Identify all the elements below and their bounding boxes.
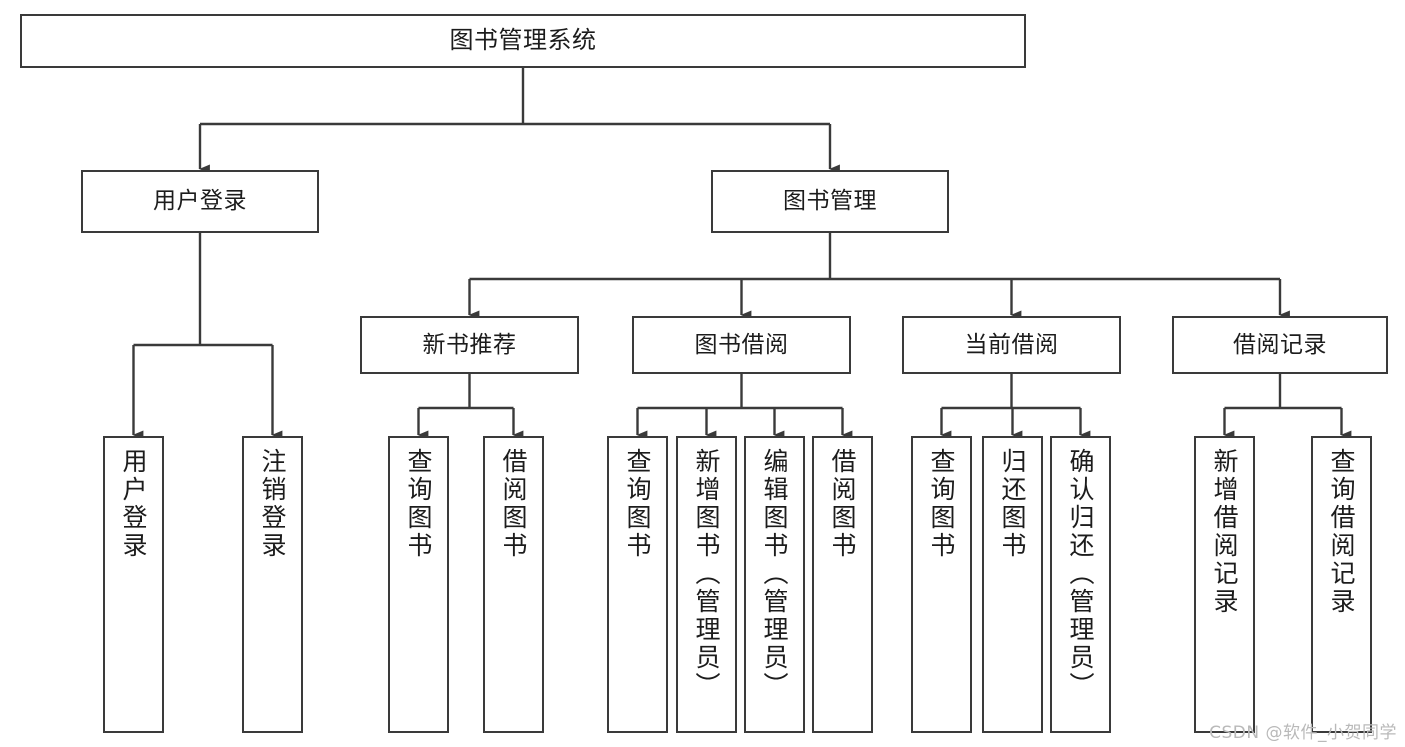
node-user-login[interactable]: 用户登录 <box>81 170 319 233</box>
node-label: 编辑图书（管理员） <box>760 448 789 700</box>
node-label: 用户登录 <box>153 188 247 215</box>
node-label: 新增图书（管理员） <box>692 448 721 700</box>
node-leaf-borrow-books-recommend[interactable]: 借阅图书 <box>483 436 544 733</box>
node-label: 注销登录 <box>258 448 287 560</box>
node-borrow-records[interactable]: 借阅记录 <box>1172 316 1388 374</box>
connector-bus <box>469 233 1280 281</box>
node-leaf-return-books[interactable]: 归还图书 <box>982 436 1043 733</box>
node-label: 借阅图书 <box>828 448 857 560</box>
node-label: 确认归还（管理员） <box>1066 448 1095 700</box>
node-label: 图书管理系统 <box>449 26 597 55</box>
node-leaf-query-borrow-record[interactable]: 查询借阅记录 <box>1311 436 1372 733</box>
node-leaf-confirm-return-admin[interactable]: 确认归还（管理员） <box>1050 436 1111 733</box>
watermark-text: CSDN @软件_小贺同学 <box>1209 723 1397 743</box>
node-label: 新增借阅记录 <box>1210 448 1239 616</box>
connector-bus <box>1224 374 1342 410</box>
node-current-borrowing[interactable]: 当前借阅 <box>902 316 1121 374</box>
node-label: 查询图书 <box>927 448 956 560</box>
node-label: 归还图书 <box>998 448 1027 560</box>
node-leaf-query-books-current[interactable]: 查询图书 <box>911 436 972 733</box>
node-label: 用户登录 <box>119 448 148 560</box>
connector-bus <box>637 374 843 410</box>
connector-bus <box>941 374 1081 410</box>
node-leaf-add-book-admin[interactable]: 新增图书（管理员） <box>676 436 737 733</box>
node-leaf-borrow-books[interactable]: 借阅图书 <box>812 436 873 733</box>
node-book-management[interactable]: 图书管理 <box>711 170 949 233</box>
node-root-system[interactable]: 图书管理系统 <box>20 14 1026 68</box>
node-label: 查询图书 <box>623 448 652 560</box>
node-label: 新书推荐 <box>422 331 517 358</box>
connector-bus <box>200 68 830 126</box>
node-leaf-query-books-recommend[interactable]: 查询图书 <box>388 436 449 733</box>
node-label: 图书借阅 <box>694 331 789 358</box>
node-leaf-logout[interactable]: 注销登录 <box>242 436 303 733</box>
node-leaf-query-books[interactable]: 查询图书 <box>607 436 668 733</box>
node-new-book-recommendation[interactable]: 新书推荐 <box>360 316 579 374</box>
node-book-borrowing[interactable]: 图书借阅 <box>632 316 851 374</box>
node-leaf-edit-book-admin[interactable]: 编辑图书（管理员） <box>744 436 805 733</box>
node-label: 查询借阅记录 <box>1327 448 1356 616</box>
node-label: 借阅记录 <box>1233 331 1327 358</box>
node-leaf-user-login[interactable]: 用户登录 <box>103 436 164 733</box>
connector-bus <box>418 374 514 410</box>
node-leaf-add-borrow-record[interactable]: 新增借阅记录 <box>1194 436 1255 733</box>
node-label: 借阅图书 <box>499 448 528 560</box>
node-label: 当前借阅 <box>964 331 1059 358</box>
node-label: 查询图书 <box>404 448 433 560</box>
connector-bus <box>133 233 273 347</box>
node-label: 图书管理 <box>783 188 877 215</box>
